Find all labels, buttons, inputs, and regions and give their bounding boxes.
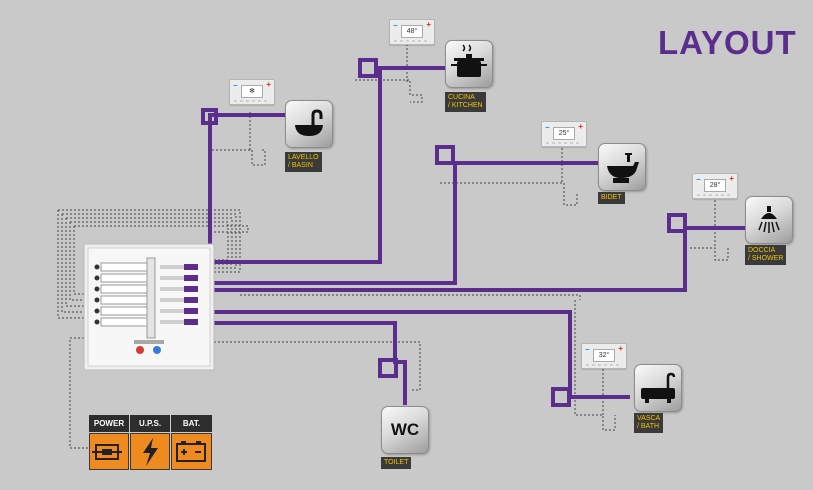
indicator-dots [546, 142, 582, 144]
plus-icon[interactable]: + [578, 122, 583, 131]
manifold-row [94, 284, 198, 294]
minus-icon[interactable]: − [393, 21, 398, 30]
indicator-dots [234, 100, 270, 102]
manifold-row [94, 306, 198, 316]
pot-icon[interactable] [445, 40, 493, 88]
thermostat-display: 32° [593, 349, 615, 362]
plus-icon[interactable]: + [618, 344, 623, 353]
thermostat-display: ✻ [241, 85, 263, 98]
bathtub-icon[interactable] [634, 364, 682, 412]
fixture-label-basin: LAVELLO / BASIN [285, 152, 322, 172]
lightning-icon[interactable] [130, 433, 170, 470]
thermostat-kitchen[interactable]: − 48° + [389, 19, 435, 45]
thermostat-display: 28° [704, 179, 726, 192]
water-pipes [201, 58, 745, 407]
plug-icon[interactable] [89, 433, 129, 470]
ups-panel: POWER U.P.S. BAT. [89, 415, 212, 470]
minus-icon[interactable]: − [696, 175, 701, 184]
battery-icon[interactable] [171, 433, 212, 470]
manifold-valves [134, 257, 164, 354]
fixture-label-bidet: BIDET [598, 192, 625, 204]
thermostat-bidet[interactable]: − 25° + [541, 121, 587, 147]
minus-icon[interactable]: − [233, 81, 238, 90]
indicator-dots [394, 40, 430, 42]
shower-icon[interactable] [745, 196, 793, 244]
control-wiring [57, 44, 729, 449]
thermostat-display: 25° [553, 127, 575, 140]
fixture-label-shower: DOCCIA / SHOWER [745, 245, 787, 265]
battery-header: BAT. [171, 415, 212, 432]
power-header: POWER [89, 415, 129, 432]
thermostat-basin[interactable]: − ✻ + [229, 79, 275, 105]
thermostat-display: 48° [401, 25, 423, 38]
basin-icon[interactable] [285, 100, 333, 148]
plus-icon[interactable]: + [426, 20, 431, 29]
wc-icon[interactable]: WC [381, 406, 429, 454]
indicator-dots [697, 194, 733, 196]
fixture-label-kitchen: CUCINA / KITCHEN [445, 92, 486, 112]
thermostat-shower[interactable]: − 28° + [692, 173, 738, 199]
bidet-icon[interactable] [598, 143, 646, 191]
thermostat-bath[interactable]: − 32° + [581, 343, 627, 369]
minus-icon[interactable]: − [545, 123, 550, 132]
page-title: LAYOUT [658, 24, 797, 61]
fixture-label-bath: VASCA / BATH [634, 413, 664, 433]
plus-icon[interactable]: + [729, 174, 734, 183]
ups-header: U.P.S. [130, 415, 170, 432]
minus-icon[interactable]: − [585, 345, 590, 354]
plus-icon[interactable]: + [266, 80, 271, 89]
manifold-rows [94, 262, 198, 327]
indicator-dots [586, 364, 622, 366]
wc-icon-text: WC [390, 420, 420, 439]
fixture-label-toilet: TOILET [381, 457, 412, 469]
